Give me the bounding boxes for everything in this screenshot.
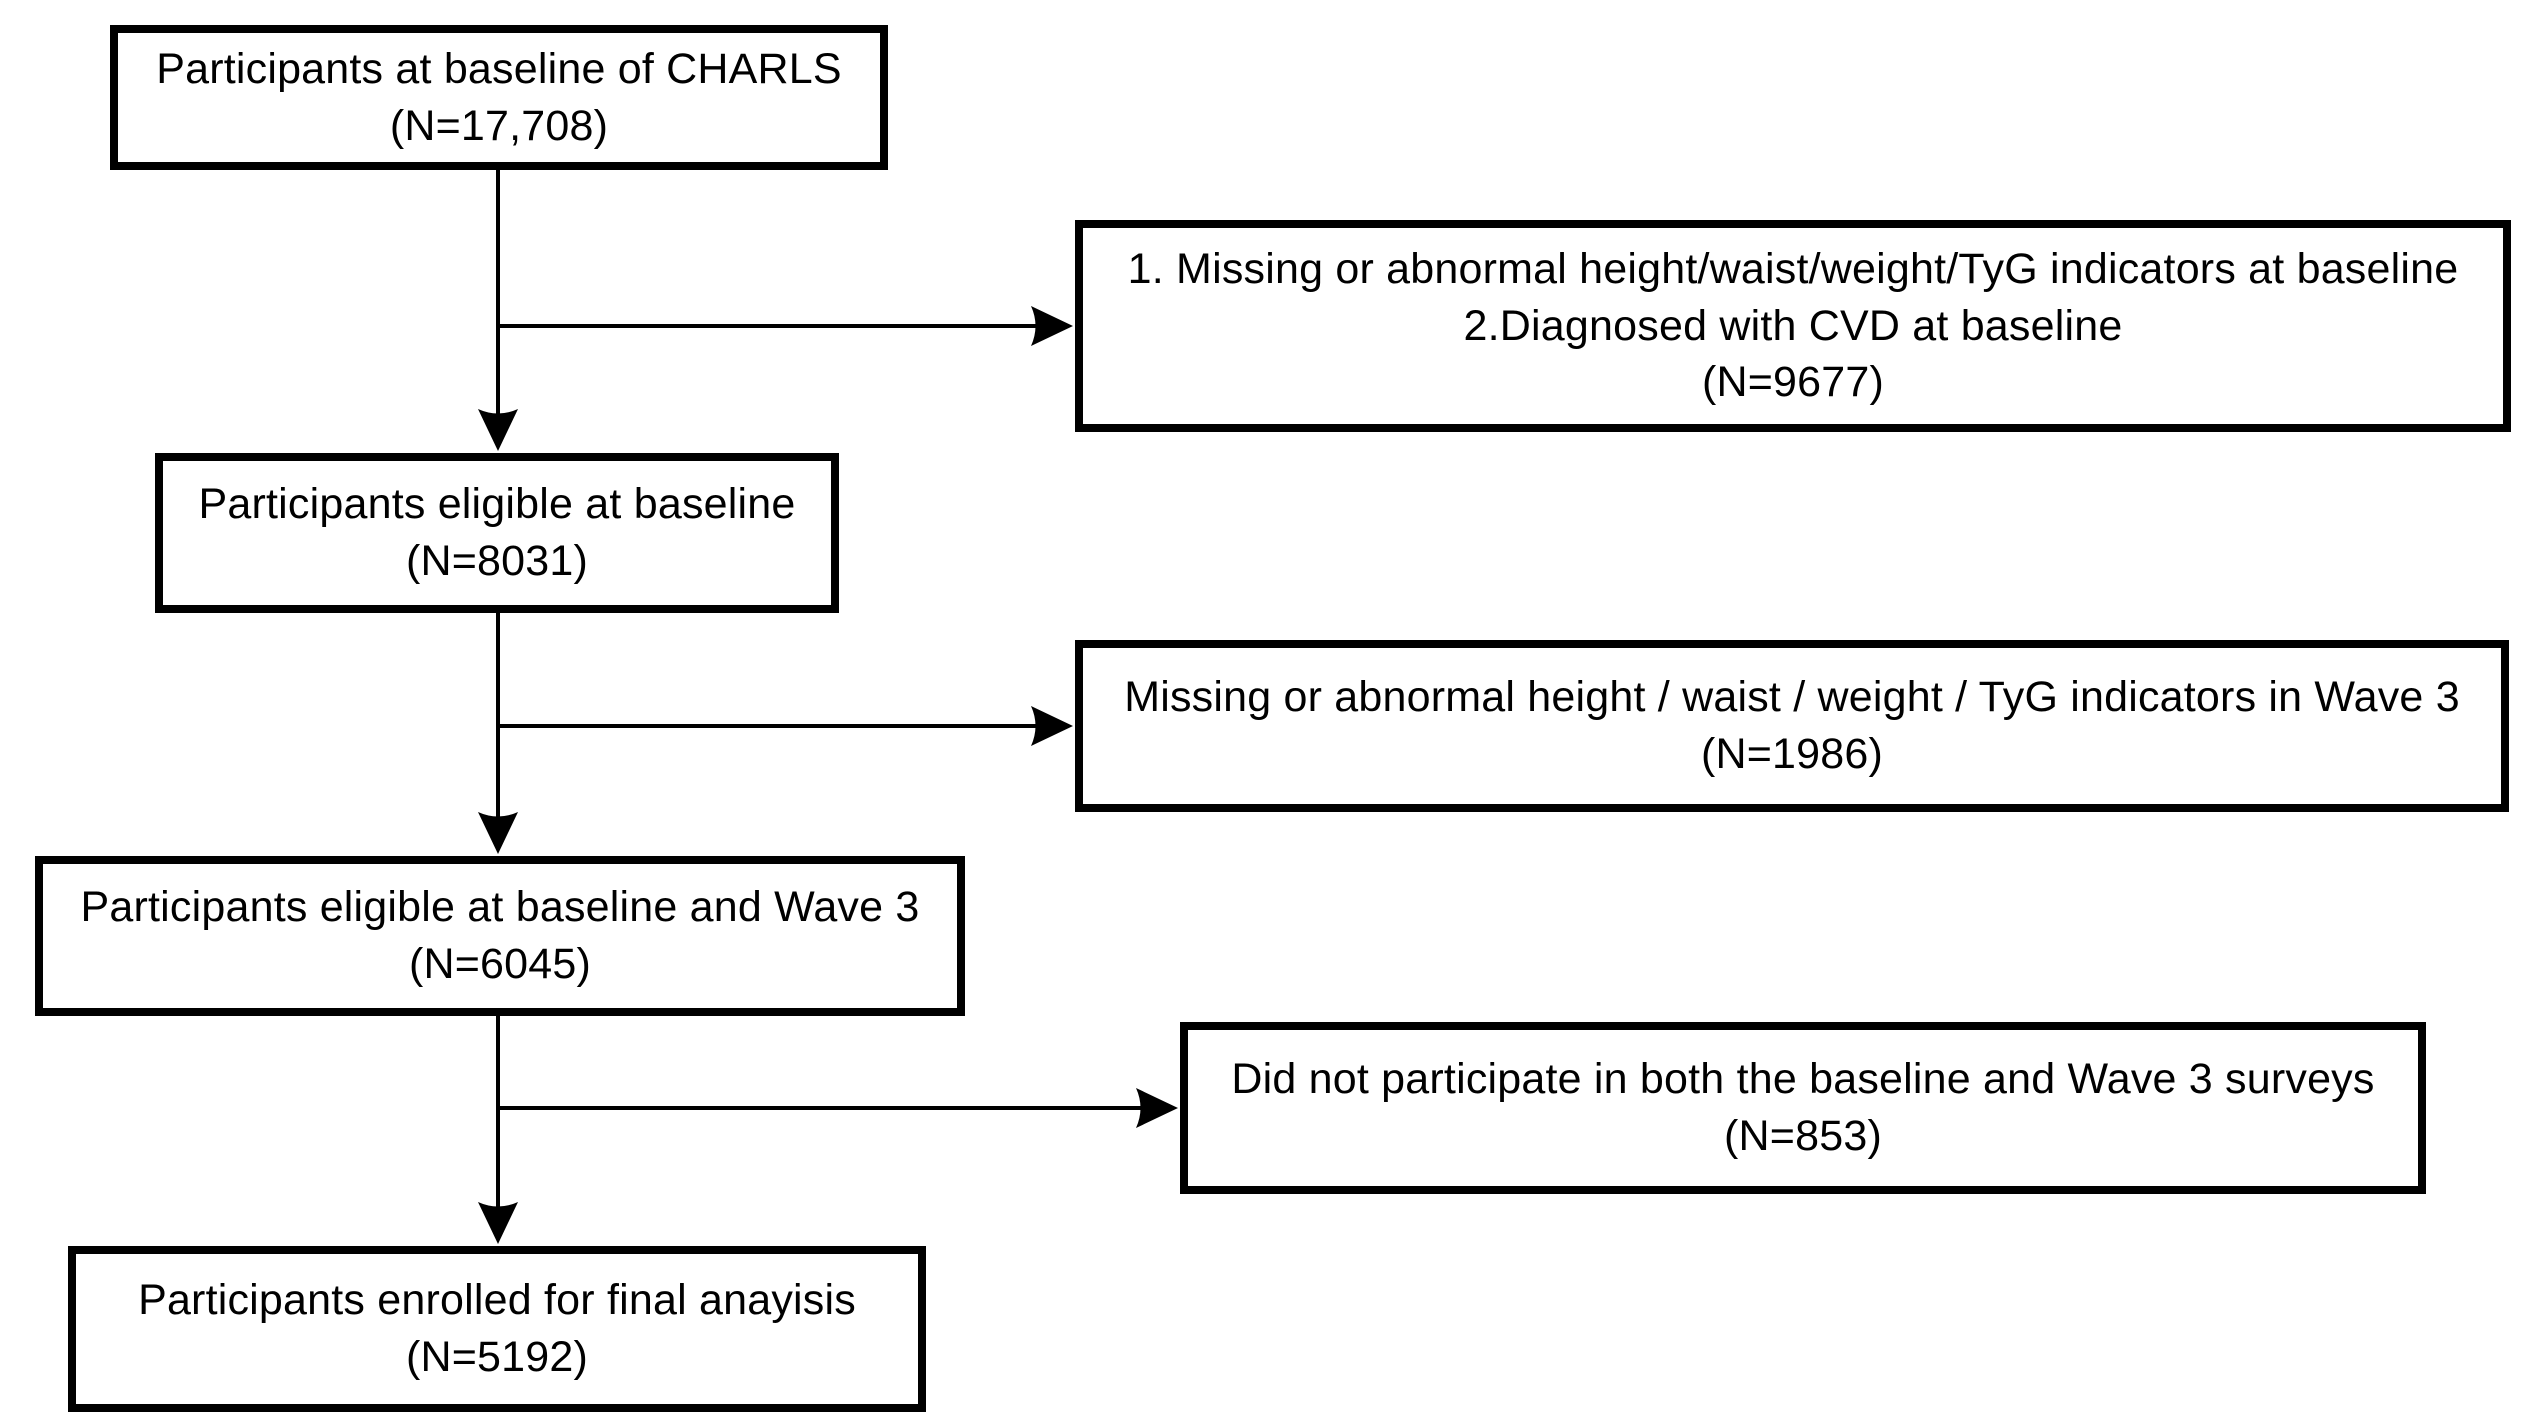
node-count: (N=9677) [1701, 358, 1885, 407]
node-excluded-at-baseline: 1. Missing or abnormal height/waist/weig… [1075, 220, 2511, 432]
node-count: (N=1986) [1700, 730, 1884, 778]
node-enrolled-final-analysis: Participants enrolled for final anayisis… [68, 1246, 926, 1412]
node-label-item2: 2.Diagnosed with CVD at baseline [1463, 301, 2123, 350]
arrowhead-right-excluded-baseline [1031, 306, 1073, 346]
node-count: (N=6045) [408, 940, 592, 988]
node-participants-baseline-charls: Participants at baseline of CHARLS (N=17… [110, 25, 888, 170]
node-label-item1: 1. Missing or abnormal height/waist/weig… [1127, 244, 2459, 293]
node-label: Participants enrolled for final anayisis [138, 1276, 856, 1325]
node-count: (N=8031) [405, 537, 589, 585]
arrowhead-right-excluded-wave3 [1031, 706, 1073, 746]
node-count: (N=17,708) [389, 101, 609, 150]
arrowhead-down-final [478, 1202, 518, 1244]
node-label: Participants eligible at baseline [198, 480, 796, 529]
node-label: Did not participate in both the baseline… [1231, 1055, 2375, 1104]
node-eligible-at-baseline: Participants eligible at baseline (N=803… [155, 453, 839, 613]
arrowhead-down-eligible-baseline [478, 409, 518, 451]
node-excluded-wave3-indicators: Missing or abnormal height / waist / wei… [1075, 640, 2509, 812]
node-count: (N=5192) [405, 1333, 589, 1381]
node-did-not-participate-both-surveys: Did not participate in both the baseline… [1180, 1022, 2426, 1194]
arrowhead-down-eligible-both [478, 812, 518, 854]
node-label: Missing or abnormal height / waist / wei… [1124, 673, 2460, 722]
node-count: (N=853) [1724, 1112, 1882, 1160]
arrowhead-right-nonparticipation [1136, 1088, 1178, 1128]
node-label: Participants at baseline of CHARLS [156, 44, 842, 93]
node-label: Participants eligible at baseline and Wa… [80, 883, 920, 932]
node-eligible-baseline-and-wave3: Participants eligible at baseline and Wa… [35, 856, 965, 1016]
